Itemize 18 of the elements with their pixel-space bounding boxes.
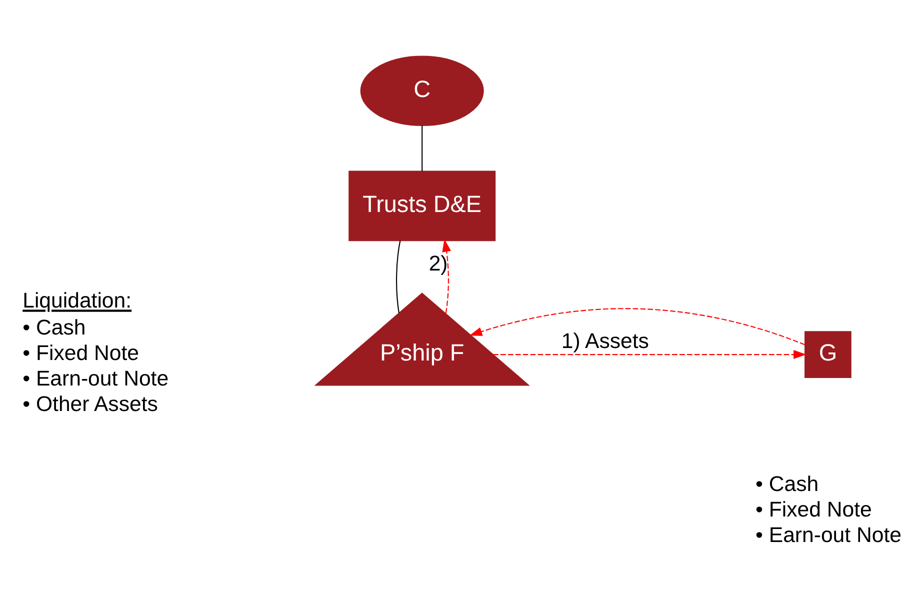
- label: • Earn-out Note: [756, 522, 902, 547]
- label: • Cash: [756, 471, 819, 496]
- arrow: [493, 350, 806, 359]
- label: • Fixed Note: [22, 340, 139, 364]
- connector: [422, 125, 423, 171]
- label: • Earn-out Note: [22, 366, 169, 390]
- edge-label: 2): [428, 251, 448, 276]
- label: Liquidation:: [22, 288, 132, 312]
- label: • Cash: [22, 314, 86, 339]
- label: • Other Assets: [22, 391, 158, 416]
- node-ellipse: C: [360, 55, 484, 126]
- arrow: [442, 238, 451, 313]
- node-box: Trusts D&E: [348, 170, 496, 241]
- node-box: G: [804, 330, 852, 378]
- arrow: [469, 308, 806, 345]
- label: • Fixed Note: [756, 496, 872, 521]
- connector: [396, 240, 401, 313]
- edge-label: 1) Assets: [561, 328, 649, 353]
